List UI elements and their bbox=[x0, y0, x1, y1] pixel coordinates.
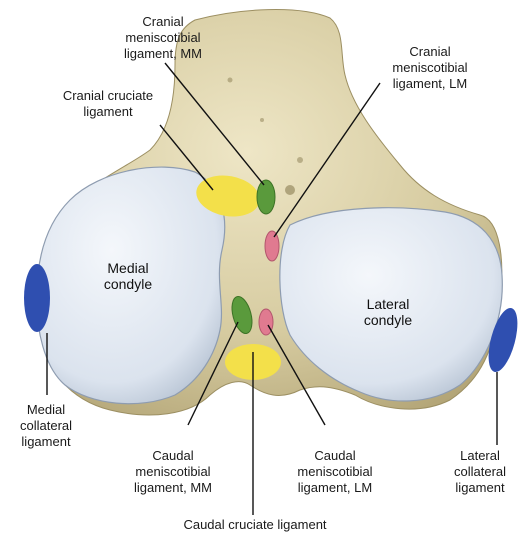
label-cranial-meniscotibial-mm: Cranial meniscotibial ligament, MM bbox=[98, 14, 228, 62]
label-caudal-meniscotibial-lm: Caudal meniscotibial ligament, LM bbox=[270, 448, 400, 496]
label-cranial-meniscotibial-lm: Cranial meniscotibial ligament, LM bbox=[365, 44, 495, 92]
bone-pit bbox=[260, 118, 264, 122]
bone-pit bbox=[297, 157, 303, 163]
label-lateral-collateral-ligament: Lateral collateral ligament bbox=[438, 448, 522, 496]
medial-collateral-ligament-mark bbox=[24, 264, 50, 332]
label-medial-condyle: Medial condyle bbox=[88, 260, 168, 292]
bone-pit bbox=[285, 185, 295, 195]
cranial-meniscotibial-mm-mark bbox=[257, 180, 275, 214]
label-cranial-cruciate-ligament: Cranial cruciate ligament bbox=[28, 88, 188, 120]
label-caudal-meniscotibial-mm: Caudal meniscotibial ligament, MM bbox=[108, 448, 238, 496]
bone-pit bbox=[228, 78, 233, 83]
label-caudal-cruciate-ligament: Caudal cruciate ligament bbox=[140, 517, 370, 533]
label-medial-collateral-ligament: Medial collateral ligament bbox=[4, 402, 88, 450]
label-lateral-condyle: Lateral condyle bbox=[348, 296, 428, 328]
cranial-meniscotibial-lm-mark bbox=[265, 231, 279, 261]
